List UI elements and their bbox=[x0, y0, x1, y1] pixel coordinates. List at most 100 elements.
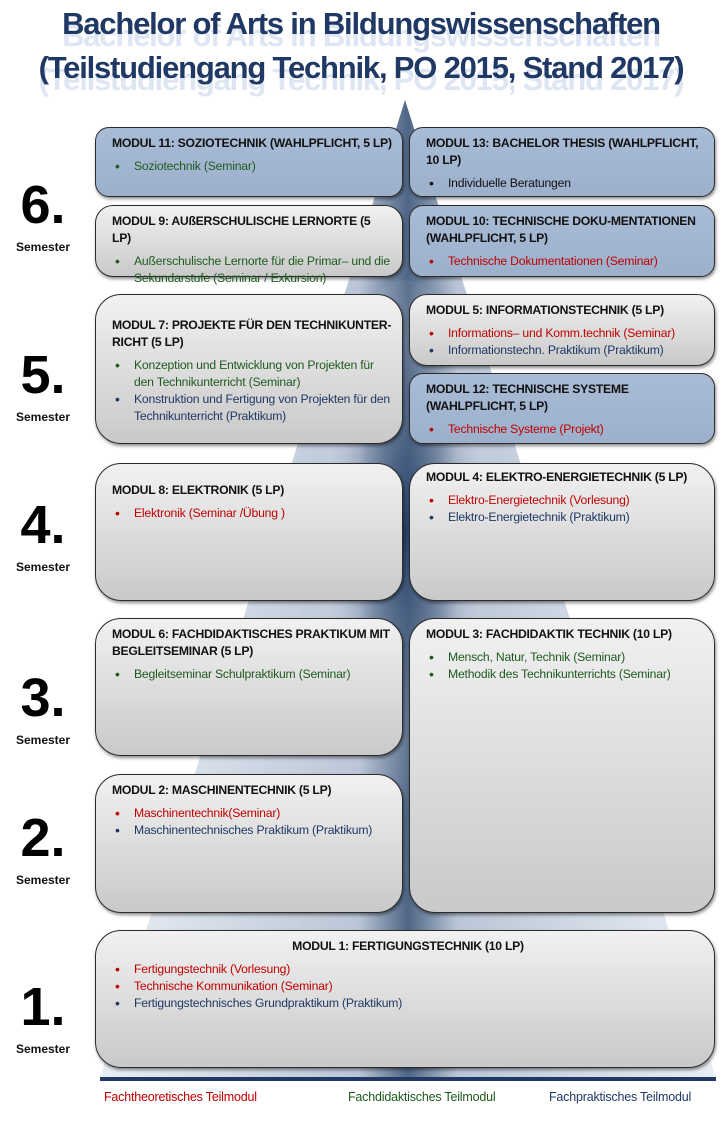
bullet-icon: • bbox=[115, 978, 120, 994]
course-label: Fertigungstechnisches Grundpraktikum (Pr… bbox=[134, 996, 403, 1010]
course-label: Individuelle Beratungen bbox=[448, 176, 571, 190]
bullet-icon: • bbox=[115, 805, 120, 821]
title-line2: (Teilstudiengang Technik, PO 2015, Stand… bbox=[38, 50, 685, 85]
course-label: Technische Dokumentationen (Seminar) bbox=[448, 254, 658, 268]
module-course-list: • Elektro-Energietechnik (Vorlesung) • Elek… bbox=[426, 492, 704, 526]
course-label: Technische Kommunikation (Seminar) bbox=[134, 979, 333, 993]
course-label: Informationstechn. Praktikum (Praktikum) bbox=[448, 343, 664, 357]
bullet-icon: • bbox=[115, 391, 120, 407]
course-label: Technische Systeme (Projekt) bbox=[448, 422, 604, 436]
bullet-icon: • bbox=[115, 995, 120, 1011]
bullet-icon: • bbox=[115, 961, 120, 977]
module-title: MODUL 12: TECHNISCHE SYSTEME (WAHLPFLICH… bbox=[426, 382, 629, 413]
bullet-icon: • bbox=[115, 357, 120, 373]
semester-number: 5. bbox=[20, 345, 66, 405]
diagram-title: Bachelor of Arts in Bildungswissenschaft… bbox=[0, 6, 722, 97]
semester-number: 4. bbox=[20, 495, 66, 555]
semester-2: 2. Semester bbox=[0, 809, 86, 887]
course-item: • Konzeption und Entwicklung von Projekte… bbox=[112, 357, 392, 391]
pyramid-base-line bbox=[100, 1077, 716, 1081]
course-item: • Informationstechn. Praktikum (Praktikum… bbox=[426, 342, 704, 359]
bullet-icon: • bbox=[115, 505, 120, 521]
course-label: Begleitseminar Schulpraktikum (Seminar) bbox=[134, 667, 351, 681]
module-6-box: MODUL 6: FACHDIDAKTISCHES PRAKTIKUM MIT … bbox=[95, 618, 403, 756]
course-item: • Elektro-Energietechnik (Praktikum) bbox=[426, 509, 704, 526]
bullet-icon: • bbox=[429, 342, 434, 358]
course-item: • Technische Kommunikation (Seminar) bbox=[112, 978, 704, 995]
module-course-list: •Informations– und Komm.technik (Seminar… bbox=[426, 325, 704, 359]
module-1-box: MODUL 1: FERTIGUNGSTECHNIK (10 LP)•Ferti… bbox=[95, 930, 715, 1068]
semester-5: 5. Semester bbox=[0, 346, 86, 424]
bullet-icon: • bbox=[429, 175, 434, 191]
course-item: • Soziotechnik (Seminar) bbox=[112, 158, 392, 175]
course-item: •Informations– und Komm.technik (Seminar… bbox=[426, 325, 704, 342]
module-title: MODUL 13: BACHELOR THESIS (WAHLPFLICHT, … bbox=[426, 136, 699, 167]
course-label: Maschinentechnisches Praktikum (Praktiku… bbox=[134, 823, 373, 837]
course-item: • Individuelle Beratungen bbox=[426, 175, 704, 192]
course-label: Konstruktion und Fertigung von Projekten… bbox=[134, 392, 390, 423]
module-course-list: •Elektronik (Seminar /Übung ) bbox=[112, 505, 392, 522]
module-course-list: • Begleitseminar Schulpraktikum (Seminar) bbox=[112, 666, 392, 683]
module-title: MODUL 10: TECHNISCHE DOKU-MENTATIONEN (W… bbox=[426, 214, 696, 245]
course-label: Elektro-Energietechnik (Vorlesung) bbox=[448, 493, 630, 507]
bullet-icon: • bbox=[429, 649, 434, 665]
course-label: Elektro-Energietechnik (Praktikum) bbox=[448, 510, 630, 524]
module-7-box: MODUL 7: PROJEKTE FÜR DEN TECHNIKUNTER-R… bbox=[95, 294, 403, 444]
semester-number: 3. bbox=[20, 668, 66, 728]
module-course-list: • Soziotechnik (Seminar) bbox=[112, 158, 392, 175]
course-item: • Maschinentechnik(Seminar) bbox=[112, 805, 392, 822]
module-4-box: MODUL 4: ELEKTRO-ENERGIETECHNIK (5 LP) • E… bbox=[409, 463, 715, 601]
course-label: Maschinentechnik(Seminar) bbox=[134, 806, 281, 820]
bullet-icon: • bbox=[115, 158, 120, 174]
module-title: MODUL 6: FACHDIDAKTISCHES PRAKTIKUM MIT … bbox=[112, 627, 390, 658]
legend-fachdidaktisch: Fachdidaktisches Teilmodul bbox=[348, 1090, 496, 1104]
module-title: MODUL 9: AUßERSCHULISCHE LERNORTE (5 LP) bbox=[112, 214, 371, 245]
module-course-list: • Individuelle Beratungen bbox=[426, 175, 704, 192]
module-course-list: • Maschinentechnik(Seminar) •Maschinentech… bbox=[112, 805, 392, 839]
module-title: MODUL 3: FACHDIDAKTIK TECHNIK (10 LP) bbox=[426, 627, 672, 641]
semester-number: 1. bbox=[20, 977, 66, 1037]
bullet-icon: • bbox=[429, 492, 434, 508]
module-2-box: MODUL 2: MASCHINENTECHNIK (5 LP)•Maschin… bbox=[95, 774, 403, 913]
legend-fachtheoretisch: Fachtheoretisches Teilmodul bbox=[104, 1090, 257, 1104]
module-title: MODUL 4: ELEKTRO-ENERGIETECHNIK (5 LP) bbox=[426, 470, 688, 484]
module-course-list: • Konzeption und Entwicklung von Projekte… bbox=[112, 357, 392, 425]
module-9-box: MODUL 9: AUßERSCHULISCHE LERNORTE (5 LP)… bbox=[95, 205, 403, 285]
semester-label: Semester bbox=[15, 410, 71, 424]
course-item: • Fertigungstechnisches Grundpraktikum (P… bbox=[112, 995, 704, 1012]
course-label: Methodik des Technikunterrichts (Seminar… bbox=[448, 667, 671, 681]
semester-label: Semester bbox=[15, 873, 71, 887]
bullet-icon: • bbox=[115, 666, 120, 682]
course-label: Konzeption und Entwicklung von Projekten… bbox=[134, 358, 374, 389]
module-title: MODUL 7: PROJEKTE FÜR DEN TECHNIKUNTER-R… bbox=[112, 318, 392, 349]
course-label: Soziotechnik (Seminar) bbox=[134, 159, 256, 173]
module-course-list: • Technische Systeme (Projekt) bbox=[426, 421, 704, 438]
module-5-box: MODUL 5: INFORMATIONSTECHNIK (5 LP)•Info… bbox=[409, 294, 715, 366]
semester-number: 6. bbox=[20, 175, 66, 235]
semester-number: 2. bbox=[20, 808, 66, 868]
course-label: Mensch, Natur, Technik (Seminar) bbox=[448, 650, 625, 664]
legend-fachpraktisch: Fachpraktisches Teilmodul bbox=[549, 1090, 692, 1104]
course-label: Außerschulische Lernorte für die Primar–… bbox=[134, 254, 390, 285]
module-title: MODUL 8: ELEKTRONIK (5 LP) bbox=[112, 483, 285, 497]
course-label: Fertigungstechnik (Vorlesung) bbox=[134, 962, 291, 976]
course-item: •Technische Dokumentationen (Seminar) bbox=[426, 253, 704, 270]
module-10-box: MODUL 10: TECHNISCHE DOKU-MENTATIONEN (W… bbox=[409, 205, 715, 277]
bullet-icon: • bbox=[429, 666, 434, 682]
course-item: •Elektronik (Seminar /Übung ) bbox=[112, 505, 392, 522]
module-12-box: MODUL 12: TECHNISCHE SYSTEME (WAHLPFLICH… bbox=[409, 373, 715, 444]
semester-label: Semester bbox=[15, 240, 71, 254]
module-3-box: MODUL 3: FACHDIDAKTIK TECHNIK (10 LP) • Me… bbox=[409, 618, 715, 913]
course-item: •Maschinentechnisches Praktikum (Praktik… bbox=[112, 822, 392, 839]
module-title: MODUL 5: INFORMATIONSTECHNIK (5 LP) bbox=[426, 303, 664, 317]
module-course-list: • Mensch, Natur, Technik (Seminar) • Method… bbox=[426, 649, 704, 683]
semester-label: Semester bbox=[15, 1042, 71, 1056]
course-item: • Fertigungstechnik (Vorlesung) bbox=[112, 961, 704, 978]
course-item: • Methodik des Technikunterrichts (Semina… bbox=[426, 666, 704, 683]
bullet-icon: • bbox=[429, 509, 434, 525]
title-line1-reflection: Bachelor of Arts in Bildungswissenschaft… bbox=[62, 18, 661, 53]
semester-3: 3. Semester bbox=[0, 669, 86, 747]
title-line2-reflection: (Teilstudiengang Technik, PO 2015, Stand… bbox=[38, 62, 685, 97]
bullet-icon: • bbox=[429, 421, 434, 437]
module-8-box: MODUL 8: ELEKTRONIK (5 LP) •Elektronik (S… bbox=[95, 463, 403, 601]
